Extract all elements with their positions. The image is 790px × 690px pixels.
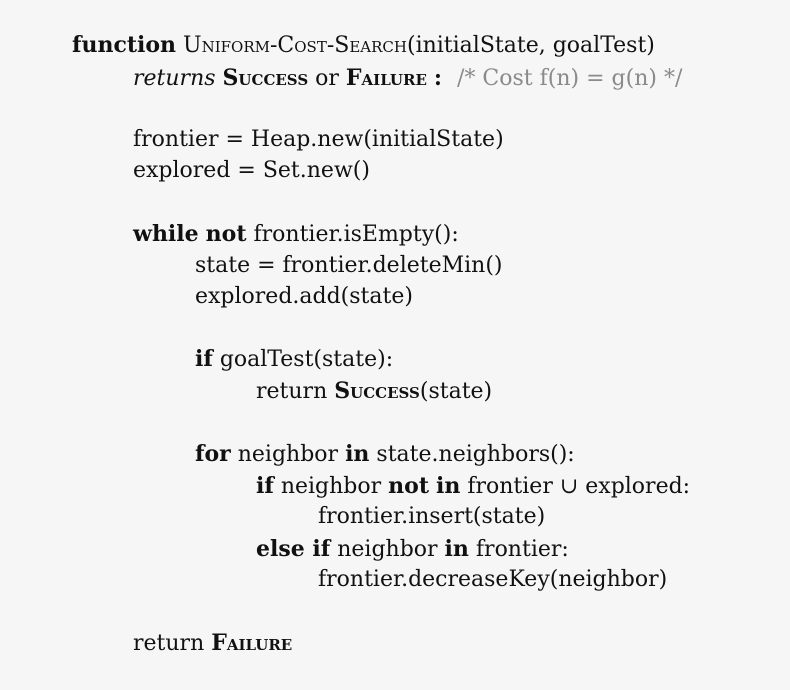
keyword-else-if: else if xyxy=(256,536,331,562)
frontier-init-text: frontier = Heap.new(initialState) xyxy=(133,127,504,152)
while-line: while not frontier.isEmpty(): xyxy=(133,220,459,249)
explored-add-text: explored.add(state) xyxy=(195,284,413,309)
function-header-line: function Uniform-Cost-Search(initialStat… xyxy=(72,31,655,60)
cost-comment: /* Cost f(n) = g(n) */ xyxy=(457,66,683,91)
else-if-var: neighbor xyxy=(337,537,438,562)
while-condition: frontier.isEmpty(): xyxy=(253,222,459,247)
inner-if-line: if neighbor not in frontier ∪ explored: xyxy=(256,472,690,501)
keyword-not: not xyxy=(205,221,247,247)
else-if-line: else if neighbor in frontier: xyxy=(256,535,569,564)
keyword-inner-if: if xyxy=(256,473,274,499)
for-line: for neighbor in state.neighbors(): xyxy=(195,440,575,469)
else-if-rest: frontier: xyxy=(475,537,569,562)
keyword-for: for xyxy=(195,441,231,467)
returns-colon: : xyxy=(433,65,443,91)
insert-text: frontier.insert(state) xyxy=(318,504,546,529)
explored-init-line: explored = Set.new() xyxy=(133,157,370,185)
state-assign-line: state = frontier.deleteMin() xyxy=(195,252,503,280)
return-word: return xyxy=(256,379,328,404)
final-return-word: return xyxy=(133,631,205,656)
keyword-inner-in: in xyxy=(436,473,461,499)
goal-condition: goalTest(state): xyxy=(219,347,394,372)
decrease-key-text: frontier.decreaseKey(neighbor) xyxy=(318,567,668,592)
function-params: (initialState, goalTest) xyxy=(406,33,655,58)
success-call: Success xyxy=(334,378,420,404)
keyword-inner-not: not xyxy=(388,473,429,499)
explored-init-text: explored = Set.new() xyxy=(133,158,370,183)
return-failure-line: return Failure xyxy=(133,629,292,658)
frontier-init-line: frontier = Heap.new(initialState) xyxy=(133,126,504,154)
insert-line: frontier.insert(state) xyxy=(318,503,545,531)
keyword-function: function xyxy=(72,32,177,58)
return-failure: Failure xyxy=(345,65,427,91)
explored-add-line: explored.add(state) xyxy=(195,283,413,311)
keyword-in: in xyxy=(345,441,370,467)
inner-if-var: neighbor xyxy=(280,474,382,499)
final-failure: Failure xyxy=(211,630,293,656)
for-iterable: state.neighbors(): xyxy=(376,442,575,467)
returns-line: returns Success or Failure : /* Cost f(n… xyxy=(133,64,682,93)
return-success: Success xyxy=(222,65,309,91)
keyword-if: if xyxy=(195,346,213,372)
decrease-key-line: frontier.decreaseKey(neighbor) xyxy=(318,566,667,594)
success-args: (state) xyxy=(419,379,493,404)
function-name: Uniform-Cost-Search xyxy=(183,33,407,58)
state-assign-text: state = frontier.deleteMin() xyxy=(195,253,503,278)
inner-if-rest: frontier ∪ explored: xyxy=(467,474,691,499)
keyword-else-in: in xyxy=(444,536,469,562)
for-var: neighbor xyxy=(237,442,339,467)
goal-if-line: if goalTest(state): xyxy=(195,345,393,374)
keyword-returns: returns xyxy=(133,66,216,91)
return-success-line: return Success(state) xyxy=(256,377,492,406)
keyword-while: while xyxy=(133,221,199,247)
or-word: or xyxy=(315,66,339,91)
